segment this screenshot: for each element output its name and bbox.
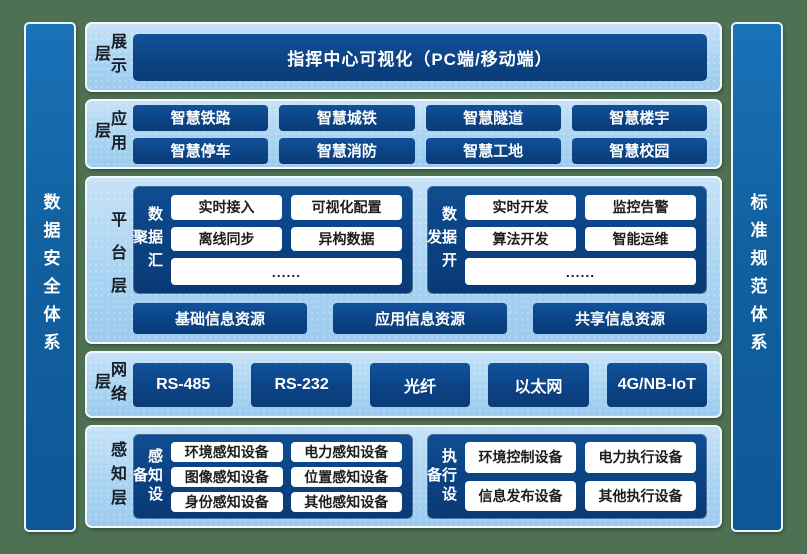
network-grid: RS-485 RS-232 光纤 以太网 4G/NB-IoT <box>133 362 707 407</box>
sensing-devices-group: 感知设备 环境感知设备 电力感知设备 图像感知设备 位置感知设备 身份感知设备 … <box>131 434 413 519</box>
device-item: 身份感知设备 <box>171 492 283 512</box>
panel-display-layer: 展示层 指挥中心可视化（PC端/移动端） <box>85 22 722 92</box>
network-layer-label: 网络层 <box>92 360 125 409</box>
panel-application-layer: 应用层 智慧铁路 智慧城铁 智慧隧道 智慧楼宇 智慧停车 智慧消防 智慧工地 智… <box>85 99 722 169</box>
platform-more-item: ...... <box>465 258 696 285</box>
platform-groups: 数据汇聚 实时接入 可视化配置 离线同步 异构数据 ...... 数据开发 实时… <box>131 186 707 294</box>
resource-item: 基础信息资源 <box>133 303 307 334</box>
perception-content: 感知设备 环境感知设备 电力感知设备 图像感知设备 位置感知设备 身份感知设备 … <box>131 433 707 520</box>
application-item: 智慧校园 <box>571 137 707 164</box>
platform-item: 智能运维 <box>585 226 696 252</box>
network-item: RS-232 <box>251 362 352 407</box>
application-item: 智慧停车 <box>133 137 269 164</box>
data-development-grid: 实时开发 监控告警 算法开发 智能运维 ...... <box>465 195 696 285</box>
device-item: 图像感知设备 <box>171 467 283 487</box>
device-item: 电力感知设备 <box>290 442 402 462</box>
device-item: 位置感知设备 <box>290 467 402 487</box>
data-aggregation-label: 数据汇聚 <box>131 205 163 275</box>
data-aggregation-grid: 实时接入 可视化配置 离线同步 异构数据 ...... <box>171 195 402 285</box>
resource-item: 应用信息资源 <box>333 303 507 334</box>
application-item: 智慧城铁 <box>279 104 415 131</box>
device-item: 信息发布设备 <box>465 480 576 511</box>
standards-spec-bar: 标准规范体系 <box>731 22 783 532</box>
device-item: 其他感知设备 <box>290 492 402 512</box>
platform-item: 可视化配置 <box>291 195 402 220</box>
perception-layer-label: 感知层 <box>108 440 125 513</box>
platform-item: 离线同步 <box>171 226 282 252</box>
resource-item: 共享信息资源 <box>533 303 707 334</box>
execution-devices-label: 执行设备 <box>425 448 457 505</box>
platform-item: 算法开发 <box>465 226 576 252</box>
panel-perception-layer: 感知层 感知设备 环境感知设备 电力感知设备 图像感知设备 位置感知设备 身份感… <box>85 425 722 528</box>
device-item: 其他执行设备 <box>585 480 696 511</box>
application-item: 智慧隧道 <box>425 104 561 131</box>
information-resources-row: 基础信息资源 应用信息资源 共享信息资源 <box>133 303 707 334</box>
network-item: 以太网 <box>488 362 589 407</box>
platform-item: 实时开发 <box>465 195 576 220</box>
platform-item: 实时接入 <box>171 195 282 220</box>
application-item: 智慧消防 <box>279 137 415 164</box>
panel-network-layer: 网络层 RS-485 RS-232 光纤 以太网 4G/NB-IoT <box>85 351 722 418</box>
device-item: 环境感知设备 <box>171 442 283 462</box>
network-item: RS-485 <box>133 362 234 407</box>
data-development-group: 数据开发 实时开发 监控告警 算法开发 智能运维 ...... <box>425 186 707 294</box>
device-item: 环境控制设备 <box>465 442 576 473</box>
data-aggregation-group: 数据汇聚 实时接入 可视化配置 离线同步 异构数据 ...... <box>131 186 413 294</box>
data-security-bar: 数据安全体系 <box>24 22 76 532</box>
execution-devices-grid: 环境控制设备 电力执行设备 信息发布设备 其他执行设备 <box>465 442 696 511</box>
platform-more-item: ...... <box>171 258 402 285</box>
sensing-devices-grid: 环境感知设备 电力感知设备 图像感知设备 位置感知设备 身份感知设备 其他感知设… <box>171 442 402 512</box>
application-item: 智慧楼宇 <box>571 104 707 131</box>
execution-devices-group: 执行设备 环境控制设备 电力执行设备 信息发布设备 其他执行设备 <box>425 434 707 519</box>
platform-layer-label: 平台层 <box>108 210 125 310</box>
display-layer-label: 展示层 <box>92 33 125 81</box>
application-item: 智慧铁路 <box>133 104 269 131</box>
command-center-box: 指挥中心可视化（PC端/移动端） <box>133 33 707 81</box>
standards-spec-label: 标准规范体系 <box>747 193 767 361</box>
platform-content: 数据汇聚 实时接入 可视化配置 离线同步 异构数据 ...... 数据开发 实时… <box>131 184 707 336</box>
data-security-label: 数据安全体系 <box>40 193 60 361</box>
platform-item: 监控告警 <box>585 195 696 220</box>
network-item: 4G/NB-IoT <box>606 362 707 407</box>
application-layer-label: 应用层 <box>92 110 125 158</box>
data-development-label: 数据开发 <box>425 205 457 275</box>
layer-stack: 展示层 指挥中心可视化（PC端/移动端） 应用层 智慧铁路 智慧城铁 智慧隧道 … <box>85 22 722 532</box>
sensing-devices-label: 感知设备 <box>131 448 163 505</box>
panel-platform-layer: 平台层 数据汇聚 实时接入 可视化配置 离线同步 异构数据 ...... <box>85 176 722 344</box>
device-item: 电力执行设备 <box>585 442 696 473</box>
platform-item: 异构数据 <box>291 226 402 252</box>
application-item: 智慧工地 <box>425 137 561 164</box>
network-item: 光纤 <box>369 362 471 407</box>
application-grid: 智慧铁路 智慧城铁 智慧隧道 智慧楼宇 智慧停车 智慧消防 智慧工地 智慧校园 <box>133 104 707 164</box>
